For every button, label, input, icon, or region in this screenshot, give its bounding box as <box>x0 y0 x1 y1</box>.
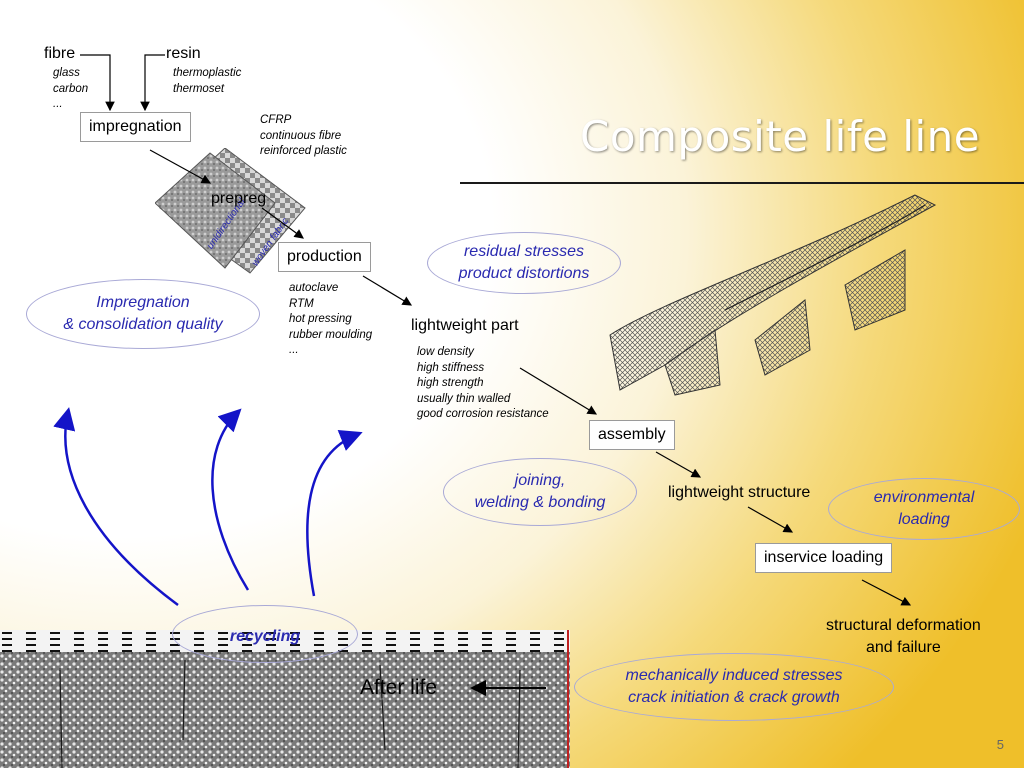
joining-oval: joining, welding & bonding <box>443 458 637 526</box>
fibre-label: fibre <box>44 45 76 62</box>
assembly-box: assembly <box>589 420 675 450</box>
cross-section-image <box>0 630 570 768</box>
resin-items: thermoplastic thermoset <box>173 67 242 95</box>
lightweight-part-properties: low density high stiffness high strength… <box>417 346 549 420</box>
lightweight-structure-label: lightweight structure <box>668 484 811 501</box>
mechanical-stresses-oval: mechanically induced stresses crack init… <box>574 653 894 721</box>
environmental-loading-oval: environmental loading <box>828 478 1020 540</box>
fibre-items: glass carbon ... <box>53 67 89 110</box>
recycling-oval: recycling <box>172 605 358 663</box>
title-rule <box>460 182 1024 184</box>
prepreg-image <box>155 148 306 274</box>
prepreg-label: prepreg <box>211 190 267 207</box>
impregnation-box: impregnation <box>80 112 191 142</box>
page-number: 5 <box>996 737 1004 752</box>
production-box: production <box>278 242 371 272</box>
residual-stresses-oval: residual stresses product distortions <box>427 232 621 294</box>
structural-failure-label: structural deformation and failure <box>826 617 981 656</box>
after-life-label: After life <box>360 676 438 699</box>
cfrp-note: CFRP continuous fibre reinforced plastic <box>260 114 347 157</box>
inservice-loading-box: inservice loading <box>755 543 893 573</box>
beam-mesh-image <box>609 194 937 396</box>
slide-title: Composite life line <box>580 112 981 161</box>
production-methods: autoclave RTM hot pressing rubber mouldi… <box>289 282 373 356</box>
impregnation-quality-oval: Impregnation & consolidation quality <box>26 279 260 349</box>
lightweight-part-label: lightweight part <box>411 317 519 334</box>
resin-label: resin <box>166 45 201 62</box>
